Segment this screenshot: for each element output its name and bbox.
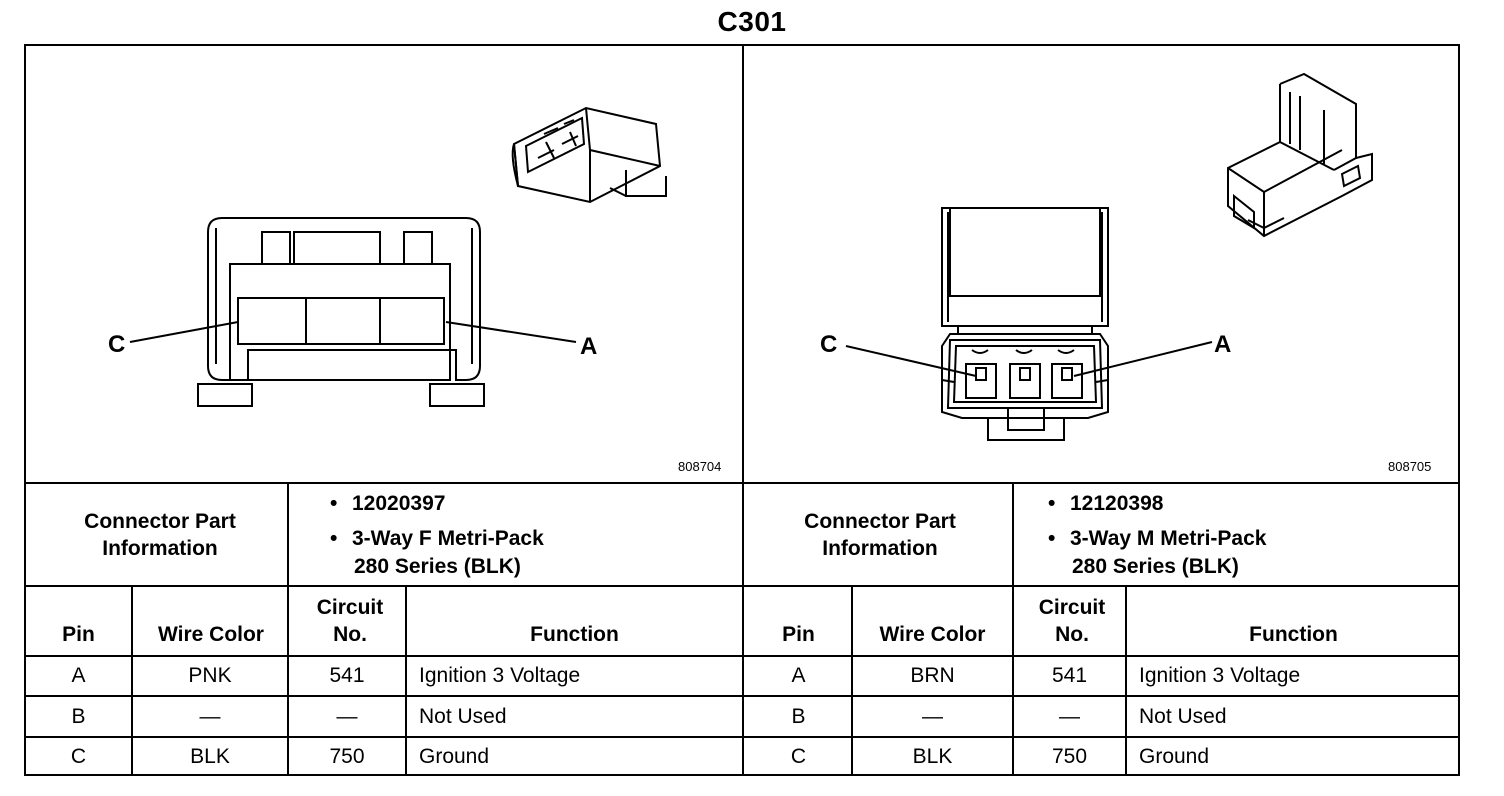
- right-pin-divider: [851, 585, 853, 776]
- right-col-pin: Pin: [782, 623, 815, 646]
- header-bottom-line: [24, 655, 1460, 657]
- right-row-b-circuit: —: [1059, 704, 1080, 728]
- row-a-bottom-line: [24, 695, 1460, 697]
- right-part-type: 3-Way M Metri-Pack: [1044, 525, 1266, 553]
- right-circuit-divider: [1125, 585, 1127, 776]
- left-row-a-function: Ignition 3 Voltage: [419, 664, 581, 687]
- male-connector-front-view: [941, 207, 1109, 441]
- left-row-c-wire: BLK: [190, 745, 230, 768]
- left-row-c-pin: C: [70, 745, 87, 768]
- female-connector-iso-icon: [511, 106, 667, 204]
- right-part-info: 12120398 3-Way M Metri-Pack 280 Series (…: [1044, 490, 1266, 581]
- center-divider: [742, 44, 744, 776]
- right-col-wire: Wire Color: [879, 623, 986, 646]
- page-title: C301: [717, 6, 787, 37]
- left-circuit-divider: [405, 585, 407, 776]
- left-figure-id: 808704: [678, 459, 722, 474]
- info-bottom-line: [24, 585, 1460, 587]
- right-label-a: A: [1214, 331, 1231, 358]
- right-row-c-circuit: 750: [1051, 745, 1088, 768]
- left-label-a: A: [580, 333, 597, 360]
- left-part-info: 12020397 3-Way F Metri-Pack 280 Series (…: [326, 490, 544, 581]
- left-pin-divider: [131, 585, 133, 776]
- left-label-c: C: [108, 331, 125, 358]
- left-row-b-circuit: —: [336, 704, 358, 728]
- right-row-b-pin: B: [791, 704, 806, 728]
- left-part-type: 3-Way F Metri-Pack: [326, 525, 544, 553]
- right-row-a-circuit: 541: [1051, 664, 1088, 687]
- right-col-function: Function: [1249, 623, 1338, 646]
- right-info-divider: [1012, 482, 1014, 776]
- left-row-b-function: Not Used: [419, 704, 507, 728]
- left-part-series: 280 Series (BLK): [354, 555, 521, 578]
- left-info-divider: [287, 482, 289, 776]
- left-row-c-circuit: 750: [329, 745, 365, 768]
- left-part-number: 12020397: [326, 490, 544, 518]
- right-col-circuit: Circuit No.: [1038, 596, 1106, 646]
- figure-bottom-line: [24, 482, 1460, 484]
- right-row-c-wire: BLK: [912, 745, 953, 768]
- left-row-a-circuit: 541: [329, 664, 365, 687]
- right-row-c-pin: C: [790, 745, 807, 768]
- right-figure-id: 808705: [1388, 459, 1432, 474]
- right-row-c-function: Ground: [1139, 745, 1210, 768]
- male-connector-iso-icon: [1227, 72, 1373, 238]
- right-row-a-function: Ignition 3 Voltage: [1139, 664, 1301, 687]
- female-connector-front-view: [197, 217, 485, 407]
- left-col-wire: Wire Color: [158, 623, 264, 646]
- left-row-b-pin: B: [71, 704, 86, 728]
- left-col-circuit: Circuit No.: [316, 596, 384, 646]
- left-col-function: Function: [530, 623, 619, 646]
- right-row-b-wire: —: [922, 704, 943, 728]
- right-part-number: 12120398: [1044, 490, 1266, 518]
- right-row-a-wire: BRN: [910, 664, 955, 687]
- left-connector-info-label: Connector Part Information: [84, 510, 236, 560]
- right-row-a-pin: A: [791, 664, 806, 687]
- left-row-b-wire: —: [199, 704, 221, 728]
- left-row-a-pin: A: [71, 664, 86, 687]
- female-connector-figure: C A: [108, 106, 667, 407]
- left-row-c-function: Ground: [419, 745, 490, 768]
- row-b-bottom-line: [24, 736, 1460, 738]
- right-part-series: 280 Series (BLK): [1072, 555, 1239, 578]
- right-connector-info-label: Connector Part Information: [804, 510, 956, 560]
- right-row-b-function: Not Used: [1139, 704, 1227, 728]
- male-connector-figure: C A: [820, 72, 1373, 441]
- right-label-c: C: [820, 331, 837, 358]
- left-col-pin: Pin: [62, 623, 95, 646]
- left-row-a-wire: PNK: [188, 664, 232, 687]
